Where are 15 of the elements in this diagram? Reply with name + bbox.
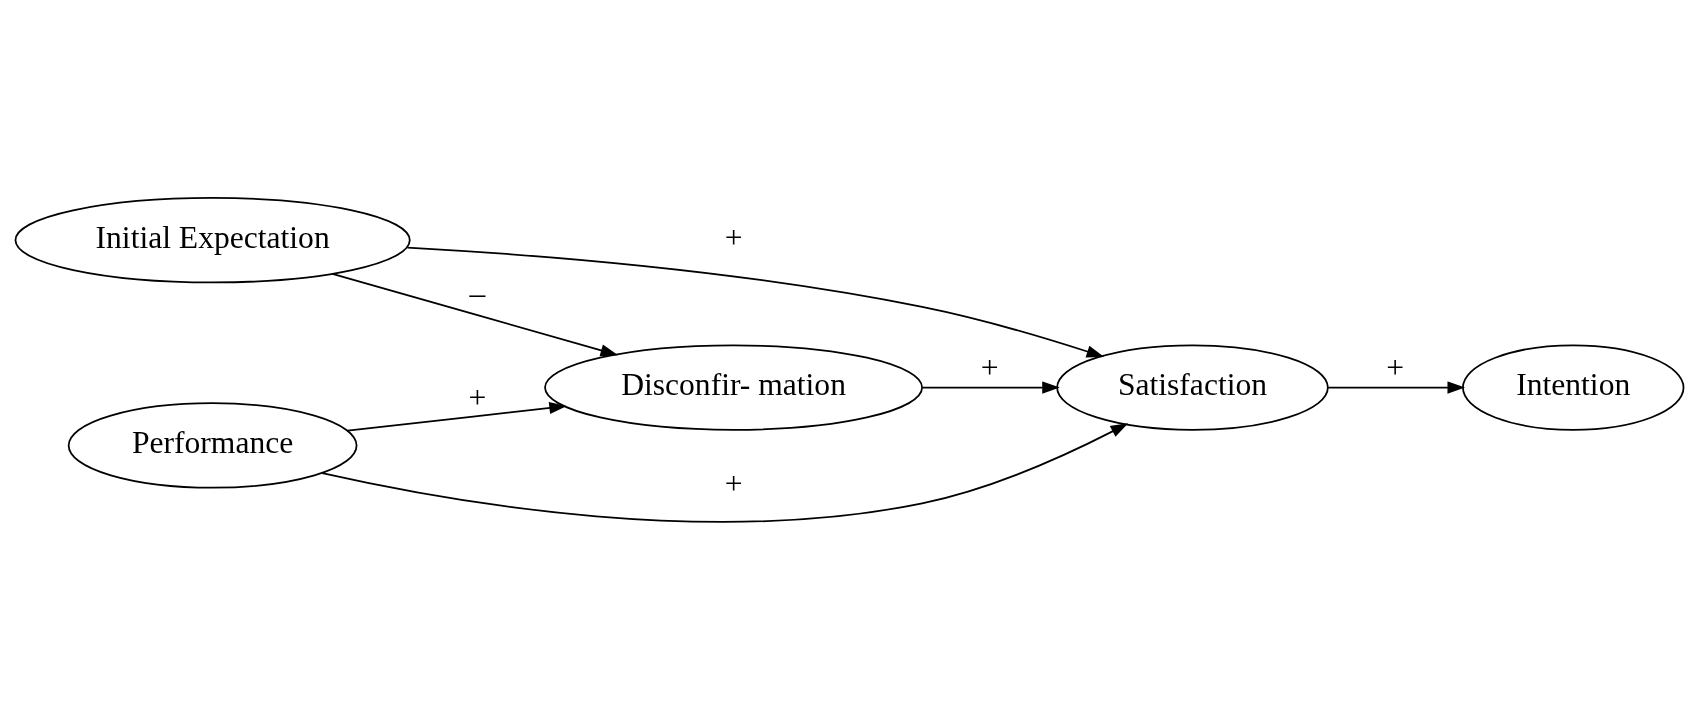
node-ellipse: Initial Expectation: [14, 197, 411, 284]
node-ellipse: Performance: [67, 402, 358, 489]
arrow: [346, 401, 567, 432]
arrow: [406, 246, 1105, 358]
arrow: [921, 381, 1060, 394]
edge-label: +: [724, 465, 743, 501]
arrow: [321, 423, 1129, 523]
edge-label: +: [980, 349, 999, 385]
edge-label: +: [724, 219, 743, 255]
arrow: [1326, 381, 1466, 394]
edge-label: +: [1386, 349, 1405, 385]
edge-label: –: [469, 276, 486, 312]
arrow: [331, 272, 619, 357]
edge-label: +: [468, 379, 487, 415]
node-ellipse: Intention: [1462, 344, 1685, 431]
